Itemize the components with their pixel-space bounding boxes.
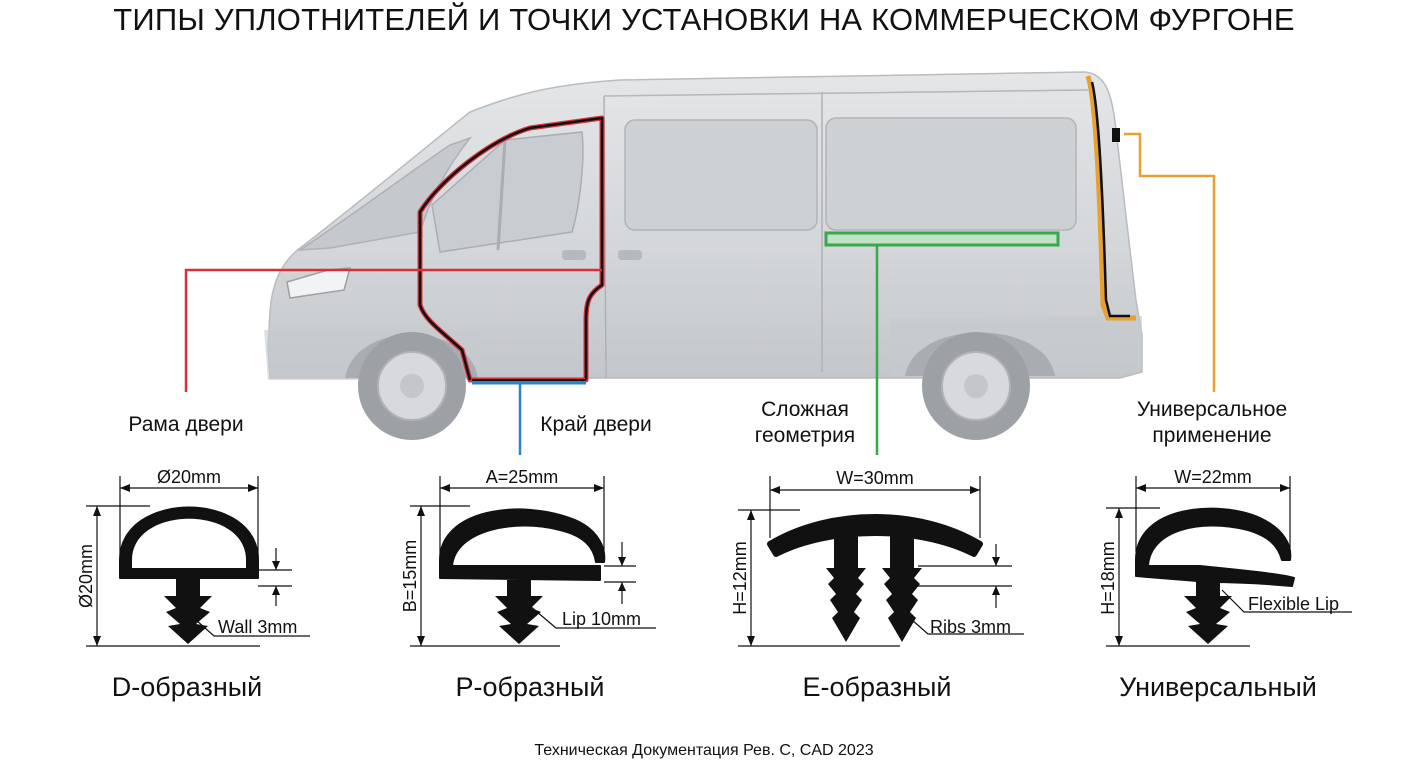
van-illustration <box>264 71 1143 440</box>
d-width-label: Ø20mm <box>157 467 221 487</box>
e-height-label: H=12mm <box>730 541 750 615</box>
callout-frame-label: Рама двери <box>128 413 244 436</box>
e-seal-leg-left <box>826 530 866 642</box>
rear-door-seal <box>1085 75 1136 321</box>
callout-edge-label: Край двери <box>540 413 652 436</box>
u-width-label: W=22mm <box>1174 467 1252 487</box>
d-wall-label: Wall 3mm <box>218 617 297 637</box>
profile-name-e: E-образный <box>802 672 952 702</box>
footer-note: Техническая Документация Рев. С, CAD 202… <box>534 742 874 759</box>
side-strip-seal <box>824 231 1060 247</box>
profile-universal-shape: W=22mm H=18mm Flexible Lip <box>1098 467 1352 647</box>
u-seal-stem <box>1184 580 1232 644</box>
d-seal-stem <box>164 578 212 644</box>
van-windshield <box>297 136 473 251</box>
profile-name-universal: Универсальный <box>1119 672 1317 702</box>
profile-name-p: P-образный <box>455 672 605 702</box>
profile-d-shape: Ø20mm Ø20mm Wall 3mm <box>76 467 310 647</box>
e-ribs-label: Ribs 3mm <box>930 617 1011 637</box>
diagram-canvas: Ø20mm Ø20mm Wall 3mm A=25mm B=15mm <box>76 71 1352 647</box>
e-width-label: W=30mm <box>836 468 914 488</box>
p-seal-stem <box>495 580 543 644</box>
p-width-label: A=25mm <box>486 467 559 487</box>
e-seal-head <box>767 514 983 557</box>
d-height-label: Ø20mm <box>76 544 96 608</box>
van-door-window <box>431 131 584 253</box>
callout-geometry-label: Сложная геометрия <box>754 398 856 447</box>
p-lip-label: Lip 10mm <box>562 609 641 629</box>
page-title: ТИПЫ УПЛОТНИТЕЛЕЙ И ТОЧКИ УСТАНОВКИ НА К… <box>113 2 1295 37</box>
van-headlight <box>286 267 352 299</box>
u-flex-lip-label: Flexible Lip <box>1248 594 1339 614</box>
callout-line-universal <box>1124 132 1216 392</box>
p-seal-head <box>439 508 606 581</box>
profile-name-d: D-образный <box>111 672 263 702</box>
p-height-label: B=15mm <box>400 540 420 613</box>
profile-p-shape: A=25mm B=15mm Lip 10mm <box>400 467 656 647</box>
callout-line-frame <box>184 268 602 392</box>
callout-universal-label: Универсальное применение <box>1136 398 1288 447</box>
e-seal-leg-right <box>882 530 922 642</box>
u-seal-head <box>1135 507 1295 587</box>
profile-e-shape: W=30mm H=12mm Ribs 3mm <box>730 468 1024 647</box>
u-height-label: H=18mm <box>1098 541 1118 615</box>
